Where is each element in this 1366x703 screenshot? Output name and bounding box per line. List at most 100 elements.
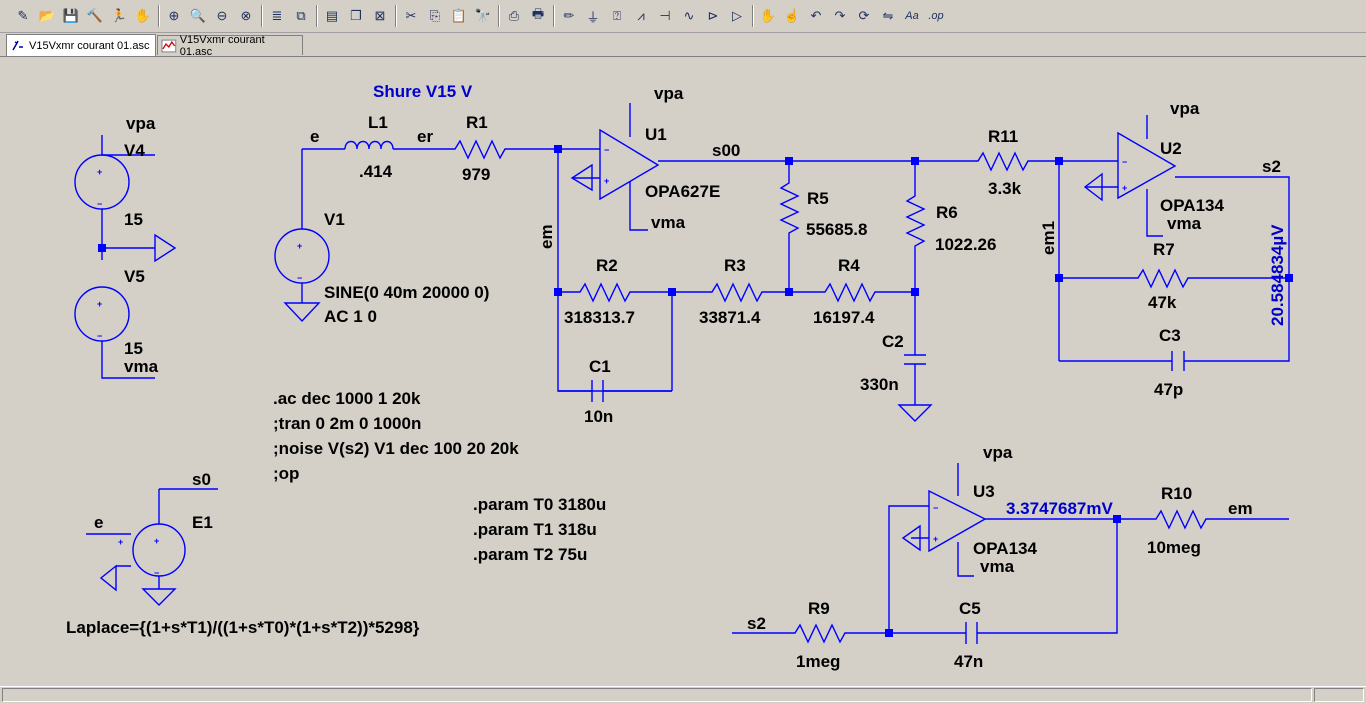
tile-windows-button[interactable]: ▤ bbox=[321, 5, 343, 27]
net-label[interactable]: s0 bbox=[192, 470, 211, 489]
component-name[interactable]: R10 bbox=[1161, 484, 1192, 503]
net-label[interactable]: vma bbox=[980, 557, 1015, 576]
print-button[interactable]: 🖶 bbox=[527, 5, 549, 27]
component-value[interactable]: 10meg bbox=[1147, 538, 1201, 557]
spice-directive[interactable]: ;tran 0 2m 0 1000n bbox=[273, 414, 421, 433]
opamp-u1[interactable] bbox=[599, 128, 660, 201]
component-value[interactable]: SINE(0 40m 20000 0) bbox=[324, 283, 489, 302]
spice-directive[interactable]: .param T0 3180u bbox=[473, 495, 606, 514]
net-label[interactable]: vma bbox=[124, 357, 159, 376]
net-label[interactable]: em1 bbox=[1039, 221, 1058, 255]
component-name[interactable]: R5 bbox=[807, 189, 829, 208]
component-name[interactable]: V5 bbox=[124, 267, 145, 286]
control-panel-button[interactable]: 🔨 bbox=[84, 5, 106, 27]
tab-schematic[interactable]: V15Vxmr courant 01.asc bbox=[6, 34, 156, 56]
component-name[interactable]: C5 bbox=[959, 599, 981, 618]
component-name[interactable]: U3 bbox=[973, 482, 995, 501]
spice-directive-button[interactable]: .op bbox=[925, 5, 947, 27]
component-value[interactable]: 1022.26 bbox=[935, 235, 996, 254]
component-name[interactable]: R1 bbox=[466, 113, 488, 132]
component-value[interactable]: 33871.4 bbox=[699, 308, 761, 327]
redo-button[interactable]: ↷ bbox=[829, 5, 851, 27]
run-button[interactable]: 🏃 bbox=[108, 5, 130, 27]
component-value[interactable]: 10n bbox=[584, 407, 613, 426]
zoom-out-button[interactable]: ⊖ bbox=[211, 5, 233, 27]
laplace-expression[interactable]: Laplace={(1+s*T1)/((1+s*T0)*(1+s*T2))*52… bbox=[66, 618, 420, 637]
component-name[interactable]: V1 bbox=[324, 210, 345, 229]
net-label[interactable]: s2 bbox=[747, 614, 766, 633]
diode-button[interactable]: ⊳ bbox=[702, 5, 724, 27]
component-name[interactable]: R9 bbox=[808, 599, 830, 618]
text-button[interactable]: Aa bbox=[901, 5, 923, 27]
undo-button[interactable]: ↶ bbox=[805, 5, 827, 27]
zoom-in-button[interactable]: ⊕ bbox=[163, 5, 185, 27]
drag-button[interactable]: ☝ bbox=[781, 5, 803, 27]
component-name[interactable]: C2 bbox=[882, 332, 904, 351]
autorange-button[interactable]: ≣ bbox=[266, 5, 288, 27]
tab-waveform[interactable]: V15Vxmr courant 01.asc bbox=[157, 34, 303, 58]
zoom-pan-button[interactable]: 🔍 bbox=[187, 5, 209, 27]
wire-button[interactable]: ✏ bbox=[558, 5, 580, 27]
component-value[interactable]: 318313.7 bbox=[564, 308, 635, 327]
opamp-u3[interactable] bbox=[928, 489, 987, 553]
component-name[interactable]: C1 bbox=[589, 357, 611, 376]
mirror-button[interactable]: ⇋ bbox=[877, 5, 899, 27]
reset-trace-button[interactable]: ⧉ bbox=[290, 5, 312, 27]
component-name[interactable]: L1 bbox=[368, 113, 388, 132]
component-value[interactable]: 55685.8 bbox=[806, 220, 867, 239]
component-name[interactable]: R7 bbox=[1153, 240, 1175, 259]
component-name[interactable]: U2 bbox=[1160, 139, 1182, 158]
component-name[interactable]: R6 bbox=[936, 203, 958, 222]
print-setup-button[interactable]: ⎙ bbox=[503, 5, 525, 27]
component-value[interactable]: 47p bbox=[1154, 380, 1183, 399]
net-label[interactable]: s00 bbox=[712, 141, 740, 160]
spice-directive[interactable]: .param T1 318u bbox=[473, 520, 597, 539]
component-value[interactable]: 16197.4 bbox=[813, 308, 875, 327]
zoom-cancel-button[interactable]: ⊗ bbox=[235, 5, 257, 27]
component-name[interactable]: R2 bbox=[596, 256, 618, 275]
capacitor-c1[interactable] bbox=[558, 380, 672, 402]
spice-directive[interactable]: ;noise V(s2) V1 dec 100 20 20k bbox=[273, 439, 519, 458]
component-value[interactable]: 330n bbox=[860, 375, 899, 394]
cascade-windows-button[interactable]: ❐ bbox=[345, 5, 367, 27]
ground-button[interactable]: ⏚ bbox=[582, 5, 604, 27]
resistor-r6[interactable] bbox=[905, 161, 926, 292]
open-button[interactable]: 📂 bbox=[36, 5, 58, 27]
capacitor-button[interactable]: ⊣ bbox=[654, 5, 676, 27]
component-name[interactable]: R4 bbox=[838, 256, 860, 275]
move-button[interactable]: ✋ bbox=[757, 5, 779, 27]
net-label[interactable]: vma bbox=[651, 213, 686, 232]
net-label[interactable]: e bbox=[310, 127, 319, 146]
halt-button[interactable]: ✋ bbox=[132, 5, 154, 27]
net-label[interactable]: er bbox=[417, 127, 433, 146]
net-label[interactable]: vma bbox=[1167, 214, 1202, 233]
save-button[interactable]: 💾 bbox=[60, 5, 82, 27]
net-label[interactable]: em bbox=[537, 224, 556, 249]
copy-button[interactable]: ⎘ bbox=[424, 5, 446, 27]
net-label[interactable]: e bbox=[94, 513, 103, 532]
component-value[interactable]: 47n bbox=[954, 652, 983, 671]
net-label[interactable]: vpa bbox=[983, 443, 1013, 462]
net-label[interactable]: s2 bbox=[1262, 157, 1281, 176]
component-value[interactable]: 3.3k bbox=[988, 179, 1022, 198]
net-label[interactable]: em bbox=[1228, 499, 1253, 518]
net-label[interactable]: vpa bbox=[126, 114, 156, 133]
new-schematic-button[interactable]: ✎ bbox=[12, 5, 34, 27]
rotate-button[interactable]: ⟳ bbox=[853, 5, 875, 27]
probe-voltage-u3[interactable]: 3.3747687mV bbox=[1006, 499, 1113, 518]
inductor-l1[interactable] bbox=[344, 140, 394, 150]
component-name[interactable]: R3 bbox=[724, 256, 746, 275]
component-value[interactable]: OPA627E bbox=[645, 182, 720, 201]
component-value[interactable]: 15 bbox=[124, 210, 143, 229]
component-button[interactable]: ▷ bbox=[726, 5, 748, 27]
component-value[interactable]: 47k bbox=[1148, 293, 1177, 312]
component-value[interactable]: OPA134 bbox=[973, 539, 1037, 558]
opamp-u2[interactable] bbox=[1117, 131, 1177, 200]
label-net-button[interactable]: ⍰ bbox=[606, 5, 628, 27]
component-value[interactable]: 1meg bbox=[796, 652, 840, 671]
component-value[interactable]: 979 bbox=[462, 165, 490, 184]
spice-directive[interactable]: .ac dec 1000 1 20k bbox=[273, 389, 421, 408]
paste-button[interactable]: 📋 bbox=[448, 5, 470, 27]
probe-voltage-s2[interactable]: 20.584834µV bbox=[1268, 224, 1287, 326]
component-value[interactable]: AC 1 0 bbox=[324, 307, 377, 326]
